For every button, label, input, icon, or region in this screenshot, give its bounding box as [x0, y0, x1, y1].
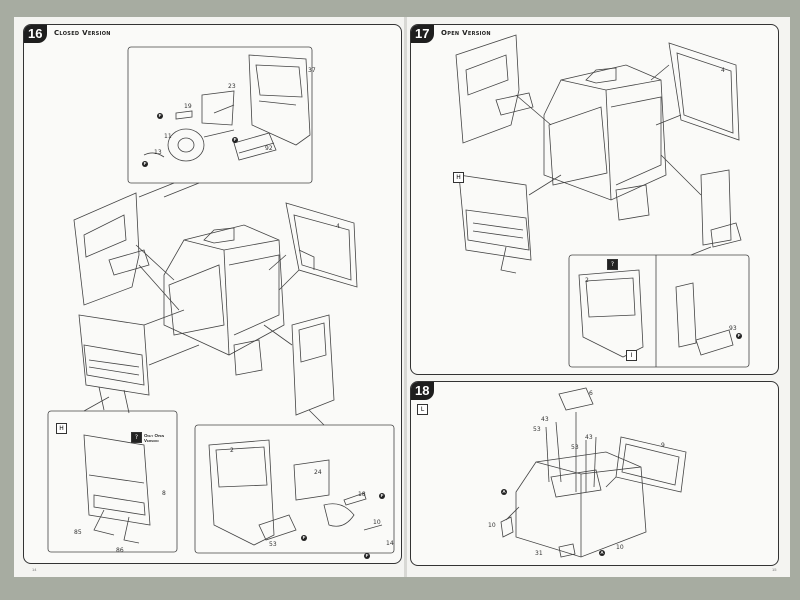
left-page: 16 Closed Version [14, 17, 407, 577]
page-fold [404, 17, 407, 577]
step-18-drawing [500, 387, 687, 558]
part-14-label: 14 [386, 540, 394, 547]
inset-tag-h: H [453, 172, 464, 183]
callout-f-icon: F [142, 161, 148, 167]
part-9-label: 9 [661, 442, 665, 449]
part-6-label: 6 [589, 390, 593, 397]
inset-tag-l: L [417, 404, 428, 415]
step-number: 16 [24, 25, 48, 43]
callout-f-icon: F [364, 553, 370, 559]
step-number: 18 [411, 382, 435, 400]
callout-f-icon: F [232, 137, 238, 143]
part-53-label: 53 [269, 541, 277, 548]
part-85-label: 85 [74, 529, 82, 536]
inset-tag-top: ? [607, 259, 618, 270]
only-open-version-note: Only Open Version [144, 433, 165, 443]
part-18-label: 18 [358, 491, 366, 498]
part-13-label: 13 [154, 149, 162, 156]
step-17-drawing [455, 34, 750, 368]
callout-a-icon: A [501, 489, 507, 495]
inset-tag-dot: ? [131, 432, 142, 443]
callout-f-icon: F [157, 113, 163, 119]
part-10-label: 10 [373, 519, 381, 526]
page-number-left: 14 [32, 567, 37, 572]
page-number-right: 15 [772, 567, 777, 572]
part-24-label: 24 [314, 469, 322, 476]
step-title: Open Version [441, 29, 491, 37]
inset-tag-i: I [626, 350, 637, 361]
part-4-label: 4 [336, 223, 340, 230]
part-31-label: 31 [535, 550, 543, 557]
part-10-label: 10 [488, 522, 496, 529]
part-37-label: 37 [308, 67, 316, 74]
callout-f-icon: F [301, 535, 307, 541]
step-title: Closed Version [54, 29, 111, 37]
part-93-label: 93 [729, 325, 737, 332]
part-11-label: 11 [164, 133, 172, 140]
part-92-label: 92 [265, 145, 273, 152]
part-53-label: 53 [533, 426, 541, 433]
part-86-label: 86 [116, 547, 124, 554]
part-8-label: 8 [162, 490, 166, 497]
part-4-label: 4 [721, 67, 725, 74]
step-number: 17 [411, 25, 435, 43]
inset-tag-h: H [56, 423, 67, 434]
part-43-label: 43 [585, 434, 593, 441]
callout-f-icon: F [736, 333, 742, 339]
right-page: 17 Open Version [407, 17, 790, 577]
part-23-label: 23 [228, 83, 236, 90]
part-53-label: 53 [571, 444, 579, 451]
step-18-panel: 18 [410, 381, 779, 566]
part-2-label: 2 [585, 277, 589, 284]
part-10-label: 10 [616, 544, 624, 551]
part-2-label: 2 [230, 447, 234, 454]
part-19-label: 19 [184, 103, 192, 110]
step-16-drawing [47, 46, 395, 554]
callout-a-icon: A [599, 550, 605, 556]
callout-f-icon: F [379, 493, 385, 499]
part-43-label: 43 [541, 416, 549, 423]
step-16-panel: 16 Closed Version [23, 24, 402, 564]
step-17-panel: 17 Open Version [410, 24, 779, 375]
